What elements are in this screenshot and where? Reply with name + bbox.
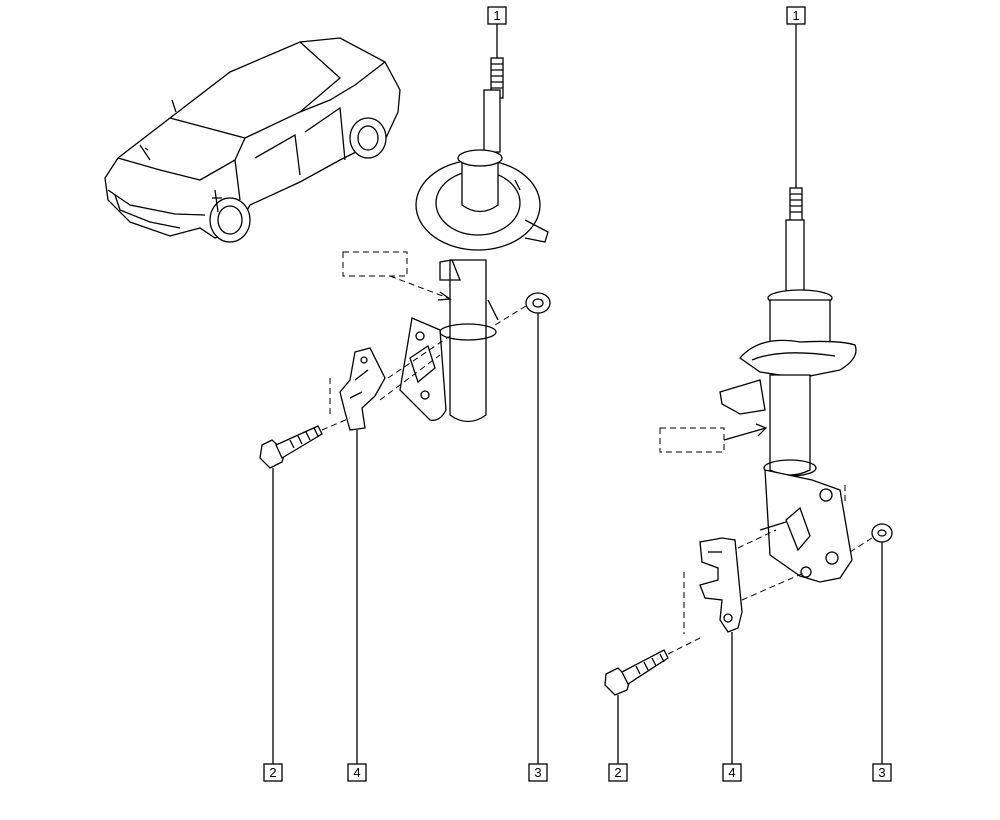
svg-text:4: 4 [353,765,360,780]
left-reference-arrow [437,291,452,301]
left-camber-plate-icon [329,335,451,431]
svg-text:3: 3 [878,765,885,780]
right-bolt-icon [604,637,701,696]
callout-left-2: 2 [263,763,283,782]
left-bolt-icon [259,417,351,469]
left-strut-icon [399,57,549,423]
callout-right-2: 2 [608,763,628,782]
callout-right-4: 4 [722,763,742,782]
right-reference-arrow [755,423,768,437]
right-reference-leader [723,427,767,441]
right-reference-box [659,427,725,453]
left-reference-box [342,251,408,277]
svg-text:2: 2 [269,765,276,780]
callout-left-4: 4 [347,763,367,782]
callout-left-1: 1 [487,6,507,25]
svg-text:1: 1 [493,8,500,23]
svg-text:4: 4 [728,765,735,780]
svg-text:2: 2 [614,765,621,780]
svg-text:1: 1 [792,8,799,23]
svg-text:3: 3 [534,765,541,780]
callout-left-3: 3 [528,763,548,782]
right-strut-icon [719,187,857,583]
callout-right-3: 3 [872,763,892,782]
right-camber-plate-icon [683,529,807,634]
leader-lines [272,24,883,764]
left-reference-leader [389,275,449,299]
car-icon [104,37,401,243]
right-nut-icon [849,523,893,553]
left-nut-icon [494,292,551,326]
callout-right-1: 1 [786,6,806,25]
